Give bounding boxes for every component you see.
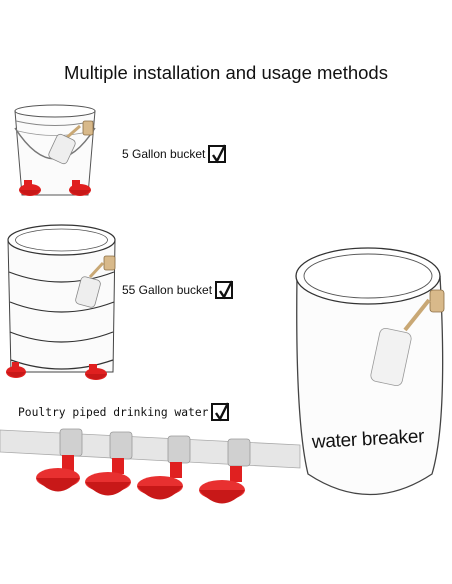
label-5-gallon: 5 Gallon bucket	[122, 144, 227, 164]
label-55-gallon: 55 Gallon bucket	[122, 280, 234, 300]
label-poultry-text: Poultry piped drinking water	[18, 405, 209, 419]
label-55-gallon-text: 55 Gallon bucket	[122, 283, 213, 297]
checkbox-check-icon	[215, 280, 234, 300]
checkbox-check-icon	[208, 144, 227, 164]
bucket-55-gallon	[6, 224, 116, 380]
checkbox-check-icon	[211, 402, 230, 422]
bucket-5-gallon	[14, 104, 96, 196]
water-barrel	[295, 247, 445, 496]
label-5-gallon-text: 5 Gallon bucket	[122, 147, 206, 161]
label-poultry: Poultry piped drinking water	[18, 402, 230, 422]
page-title: Multiple installation and usage methods	[64, 62, 388, 83]
poultry-pipe-system	[0, 428, 301, 504]
